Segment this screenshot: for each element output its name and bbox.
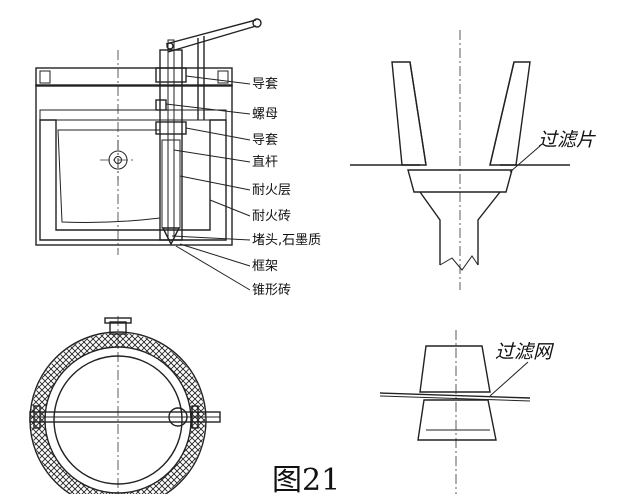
label-nut: 螺母 — [252, 107, 278, 122]
lid-band — [35, 67, 233, 87]
refractory-layer-sleeve — [161, 139, 181, 229]
nut — [155, 99, 167, 111]
label-plug-graphite: 堵头,石墨质 — [252, 233, 321, 248]
leader-lines — [165, 75, 251, 291]
filter-mesh-nozzle — [379, 330, 531, 494]
filter-plate-nozzle — [350, 30, 570, 290]
rod-socket — [168, 407, 188, 427]
ladle-plan-view — [29, 316, 221, 494]
inner-ring — [53, 355, 183, 485]
ladle-interior — [57, 129, 161, 223]
label-filter-plate: 过滤片 — [538, 129, 596, 151]
lever-arm — [165, 19, 257, 45]
straight-rod — [167, 39, 175, 241]
label-refractory-brick: 耐火砖 — [252, 209, 291, 224]
filter-mesh — [379, 392, 531, 399]
stopper-rod-housing — [159, 49, 183, 241]
figure-caption: 图21 — [272, 463, 340, 494]
lower-nozzle-block — [417, 399, 497, 441]
label-guide-sleeve-mid: 导套 — [252, 132, 278, 148]
left-refractory-wall — [391, 61, 427, 166]
ladle-section-view — [35, 18, 262, 291]
guide-sleeve-top — [155, 67, 187, 83]
upper-nozzle-block — [419, 345, 491, 393]
filter-plate — [407, 169, 513, 193]
label-refractory-layer: 耐火层 — [252, 183, 291, 198]
label-filter-mesh: 过滤网 — [495, 341, 555, 363]
label-frame: 框架 — [252, 259, 278, 274]
label-straight-rod: 直杆 — [252, 155, 278, 170]
label-tapered-brick: 锥形砖 — [252, 283, 291, 298]
label-guide-sleeve-top: 导套 — [252, 76, 278, 92]
outer-frame — [35, 84, 233, 246]
top-lug — [109, 321, 127, 335]
